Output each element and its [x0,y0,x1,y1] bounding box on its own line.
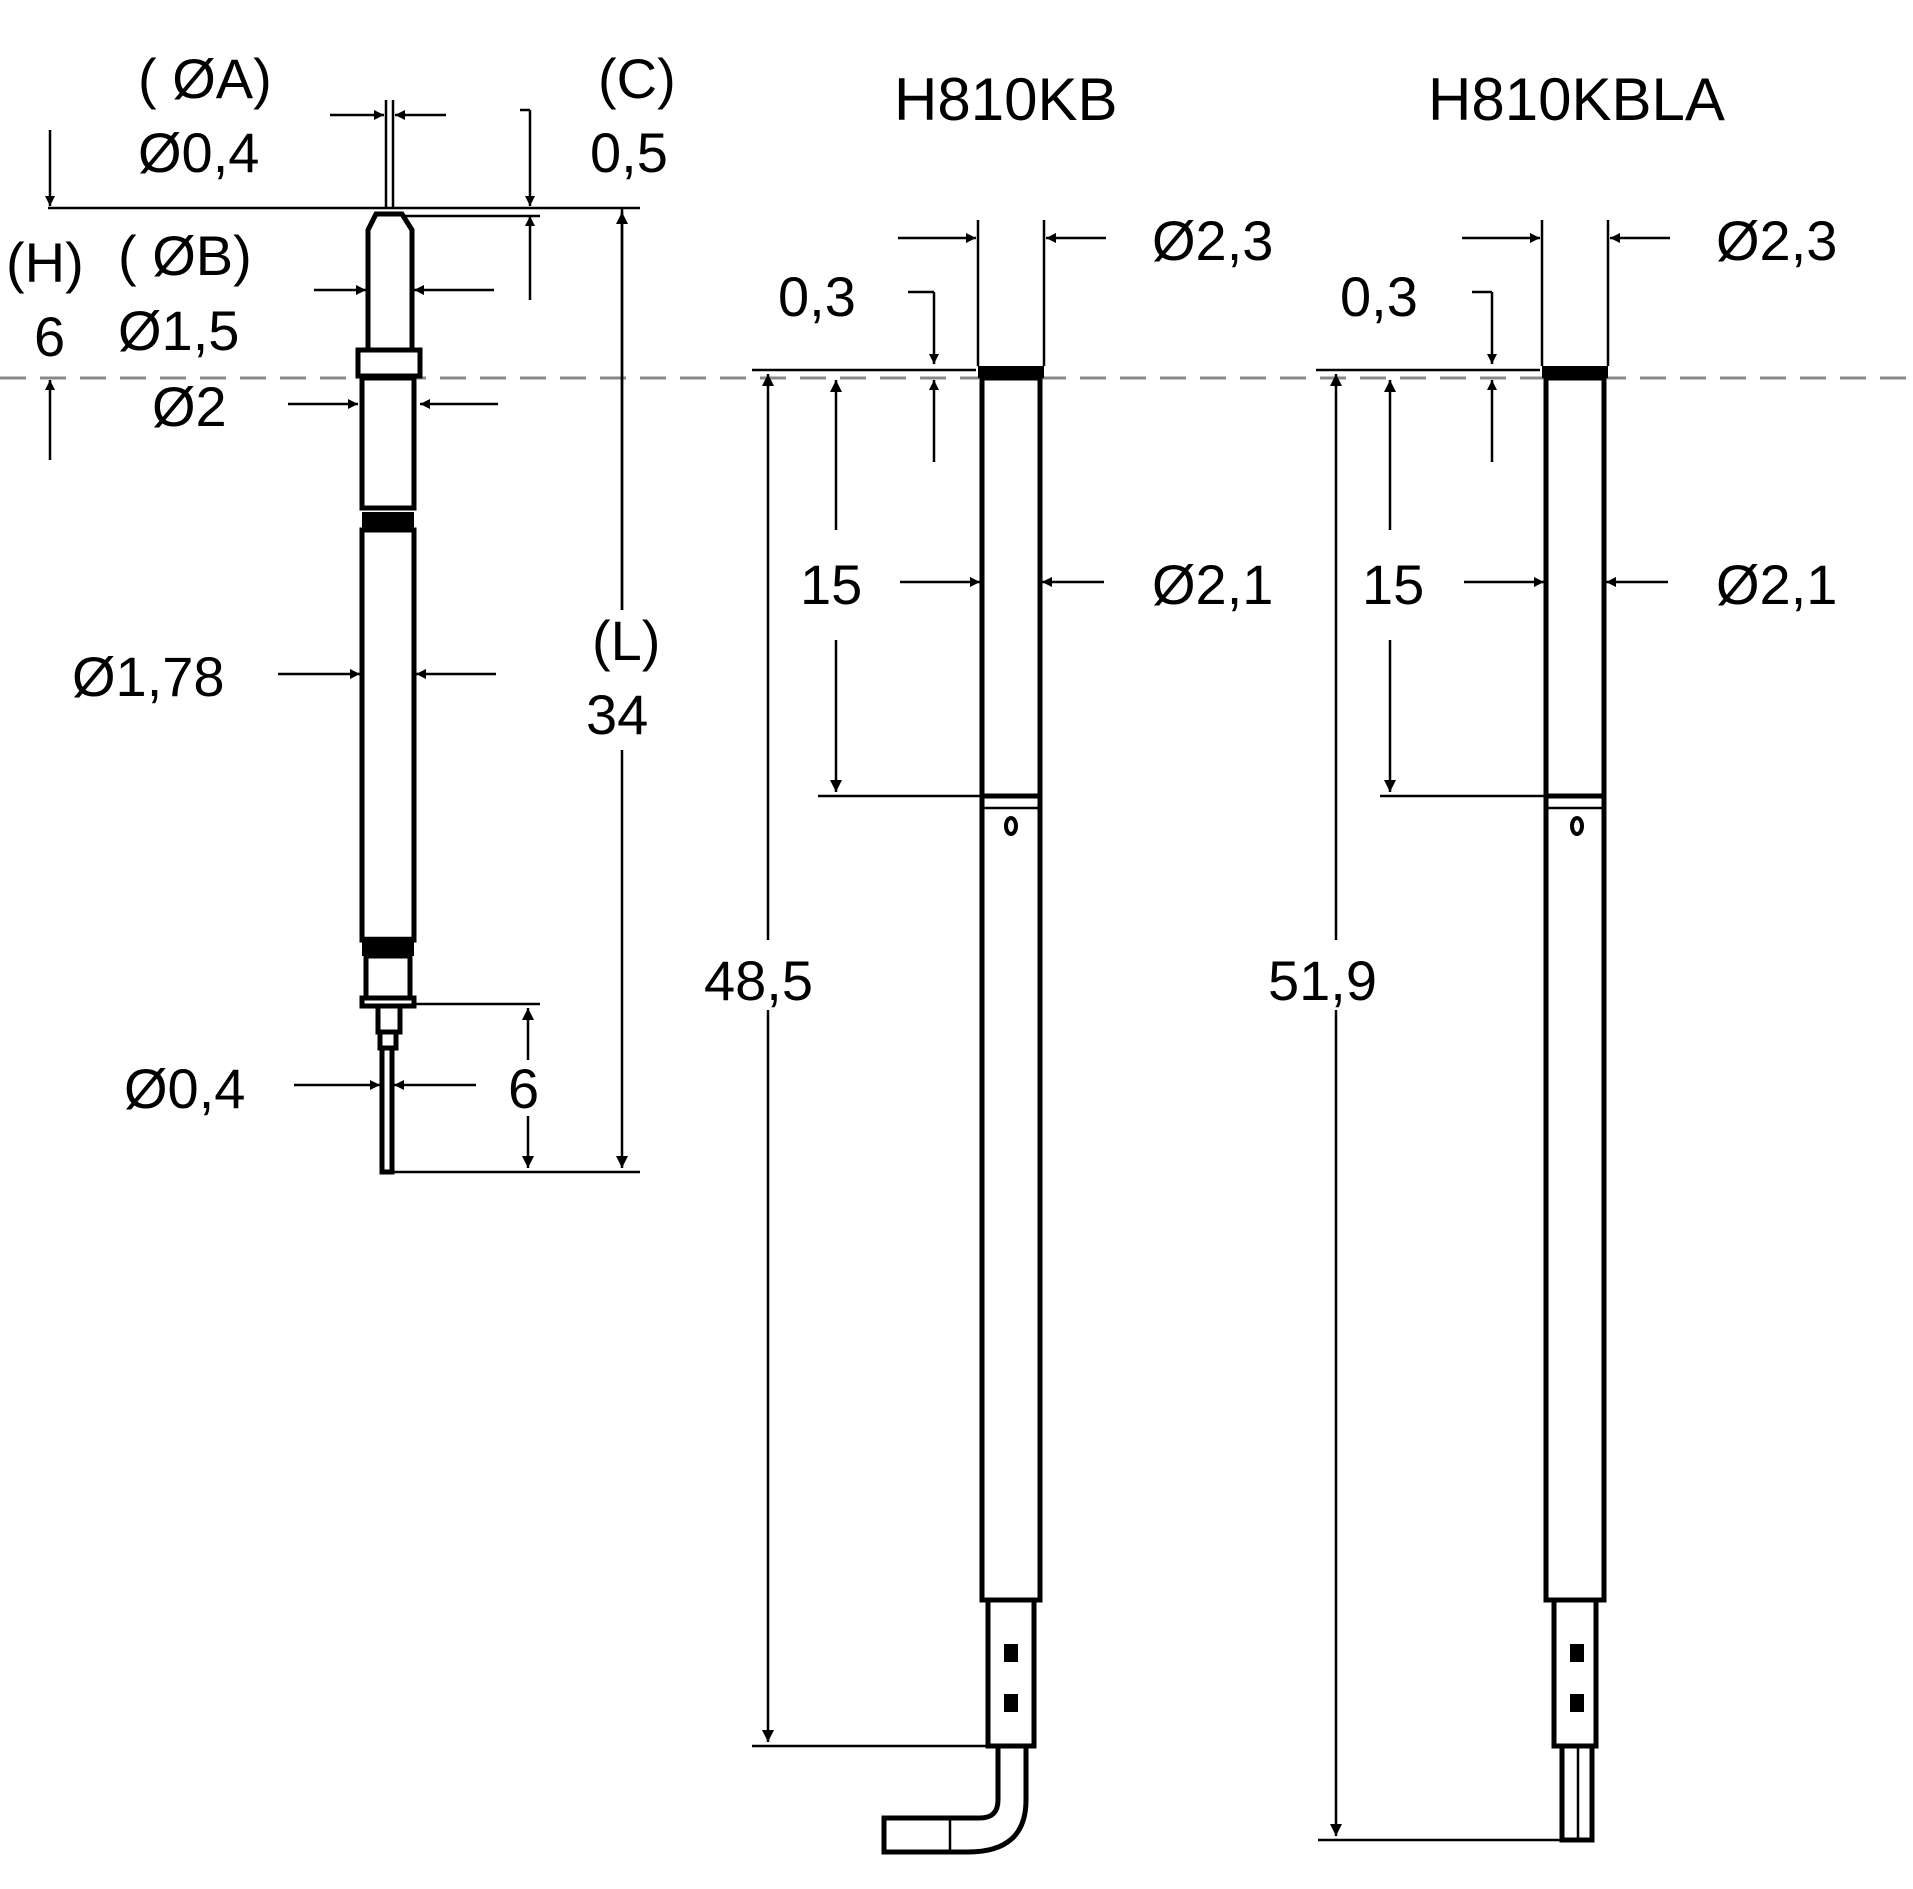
probe-tip-diameter-label: ( ØA) [138,47,272,110]
receptacle-kb-title: H810KB [894,66,1117,133]
probe-b-label: ( ØB) [118,224,252,287]
receptacle-kb-upper-length: 15 [800,553,862,616]
probe-b-value: Ø1,5 [118,299,239,362]
receptacle-kbla-drawing [1316,220,1670,1843]
receptacle-kbla-total-length: 51,9 [1268,949,1377,1012]
probe-h-value: 6 [34,305,65,368]
probe-length-value: 34 [586,683,648,746]
probe-collar-diameter: Ø2 [152,375,227,438]
receptacle-kbla-tube-diameter: Ø2,1 [1716,553,1837,616]
probe-bottom-pin-length: 6 [508,1057,539,1120]
probe-bottom-pin-diameter: Ø0,4 [124,1057,245,1120]
receptacle-kb-tube-diameter: Ø2,1 [1152,553,1273,616]
probe-barrel-diameter: Ø1,78 [72,645,225,708]
receptacle-kb-total-length: 48,5 [704,949,813,1012]
receptacle-kb-outer-diameter: Ø2,3 [1152,209,1273,272]
receptacle-kb-collar-height: 0,3 [778,265,856,328]
probe-c-label: (C) [598,47,676,110]
receptacle-kbla-collar-height: 0,3 [1340,265,1418,328]
receptacle-kbla-upper-length: 15 [1362,553,1424,616]
probe-tip-diameter-value: Ø0,4 [138,121,259,184]
receptacle-kbla-outer-diameter: Ø2,3 [1716,209,1837,272]
probe-length-label: (L) [592,609,660,672]
probe-h-label: (H) [6,231,84,294]
receptacle-kb-drawing [752,220,1106,1855]
probe-c-value: 0,5 [590,121,668,184]
receptacle-kbla-title: H810KBLA [1428,66,1725,133]
probe-drawing [45,100,640,1175]
